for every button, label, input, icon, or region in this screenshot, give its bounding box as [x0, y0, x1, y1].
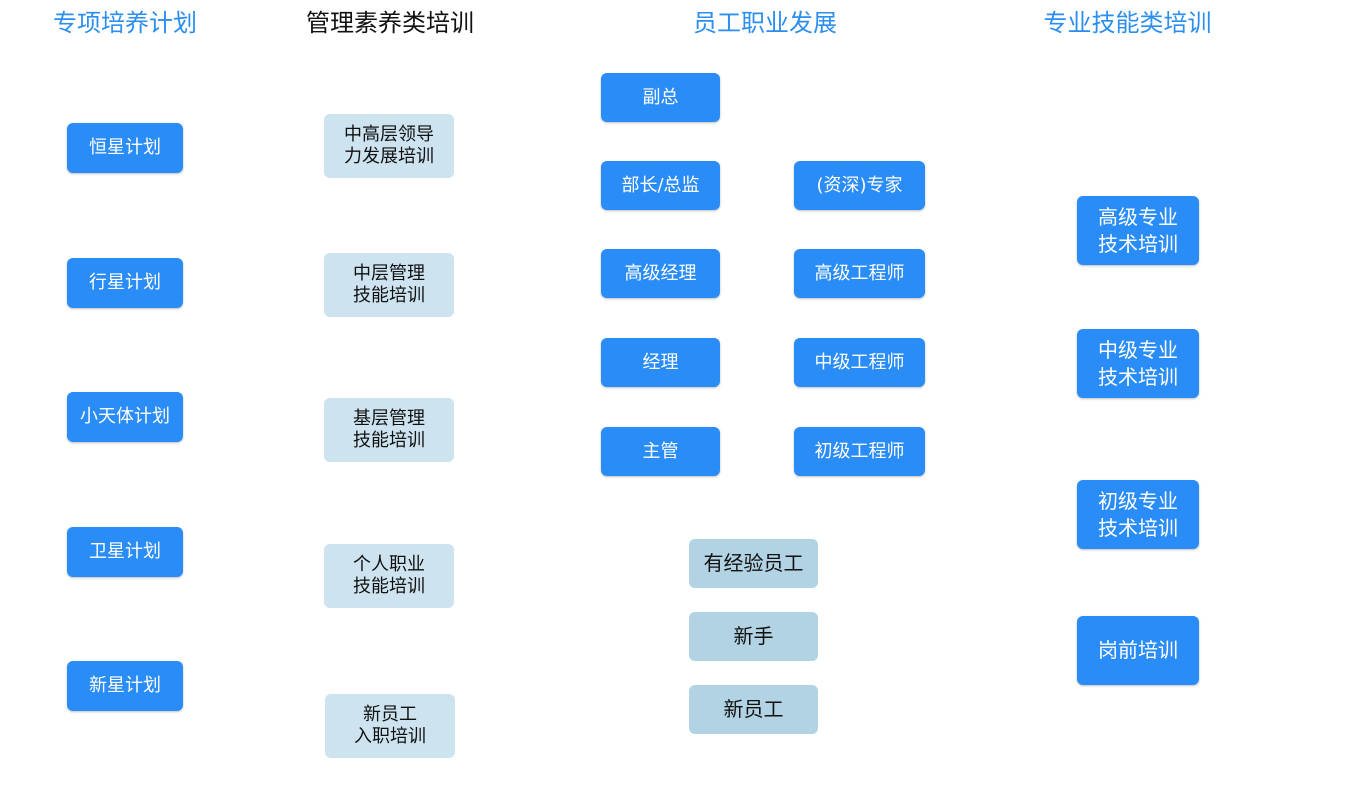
plan-xiaotianti[interactable]: 小天体计划	[67, 392, 183, 442]
plan-hengxing[interactable]: 恒星计划	[67, 123, 183, 173]
career-experienced-employee[interactable]: 有经验员工	[689, 539, 818, 588]
career-vice-president[interactable]: 副总	[601, 73, 720, 122]
header-management-training: 管理素养类培训	[306, 9, 474, 37]
header-skills-training: 专业技能类培训	[1043, 9, 1212, 37]
mgmt-senior-leadership[interactable]: 中高层领导 力发展培训	[324, 114, 454, 178]
career-manager[interactable]: 经理	[601, 338, 720, 387]
career-junior-engineer[interactable]: 初级工程师	[794, 427, 925, 476]
skills-pre-job[interactable]: 岗前培训	[1077, 616, 1199, 685]
mgmt-basic-management[interactable]: 基层管理 技能培训	[324, 398, 454, 462]
plan-xingxing[interactable]: 行星计划	[67, 258, 183, 308]
skills-senior-technical[interactable]: 高级专业 技术培训	[1077, 196, 1199, 265]
plan-xinxing[interactable]: 新星计划	[67, 661, 183, 711]
career-director[interactable]: 部长/总监	[601, 161, 720, 210]
skills-mid-technical[interactable]: 中级专业 技术培训	[1077, 329, 1199, 398]
career-supervisor[interactable]: 主管	[601, 427, 720, 476]
mgmt-personal-skills[interactable]: 个人职业 技能培训	[324, 544, 454, 608]
mgmt-new-employee-onboarding[interactable]: 新员工 入职培训	[325, 694, 455, 758]
career-novice[interactable]: 新手	[689, 612, 818, 661]
career-senior-engineer[interactable]: 高级工程师	[794, 249, 925, 298]
header-special-plans: 专项培养计划	[53, 9, 197, 37]
career-senior-expert[interactable]: (资深)专家	[794, 161, 925, 210]
career-mid-engineer[interactable]: 中级工程师	[794, 338, 925, 387]
header-career-development: 员工职业发展	[693, 9, 837, 37]
mgmt-middle-management[interactable]: 中层管理 技能培训	[324, 253, 454, 317]
plan-weixing[interactable]: 卫星计划	[67, 527, 183, 577]
career-new-employee[interactable]: 新员工	[689, 685, 818, 734]
skills-junior-technical[interactable]: 初级专业 技术培训	[1077, 480, 1199, 549]
career-senior-manager[interactable]: 高级经理	[601, 249, 720, 298]
